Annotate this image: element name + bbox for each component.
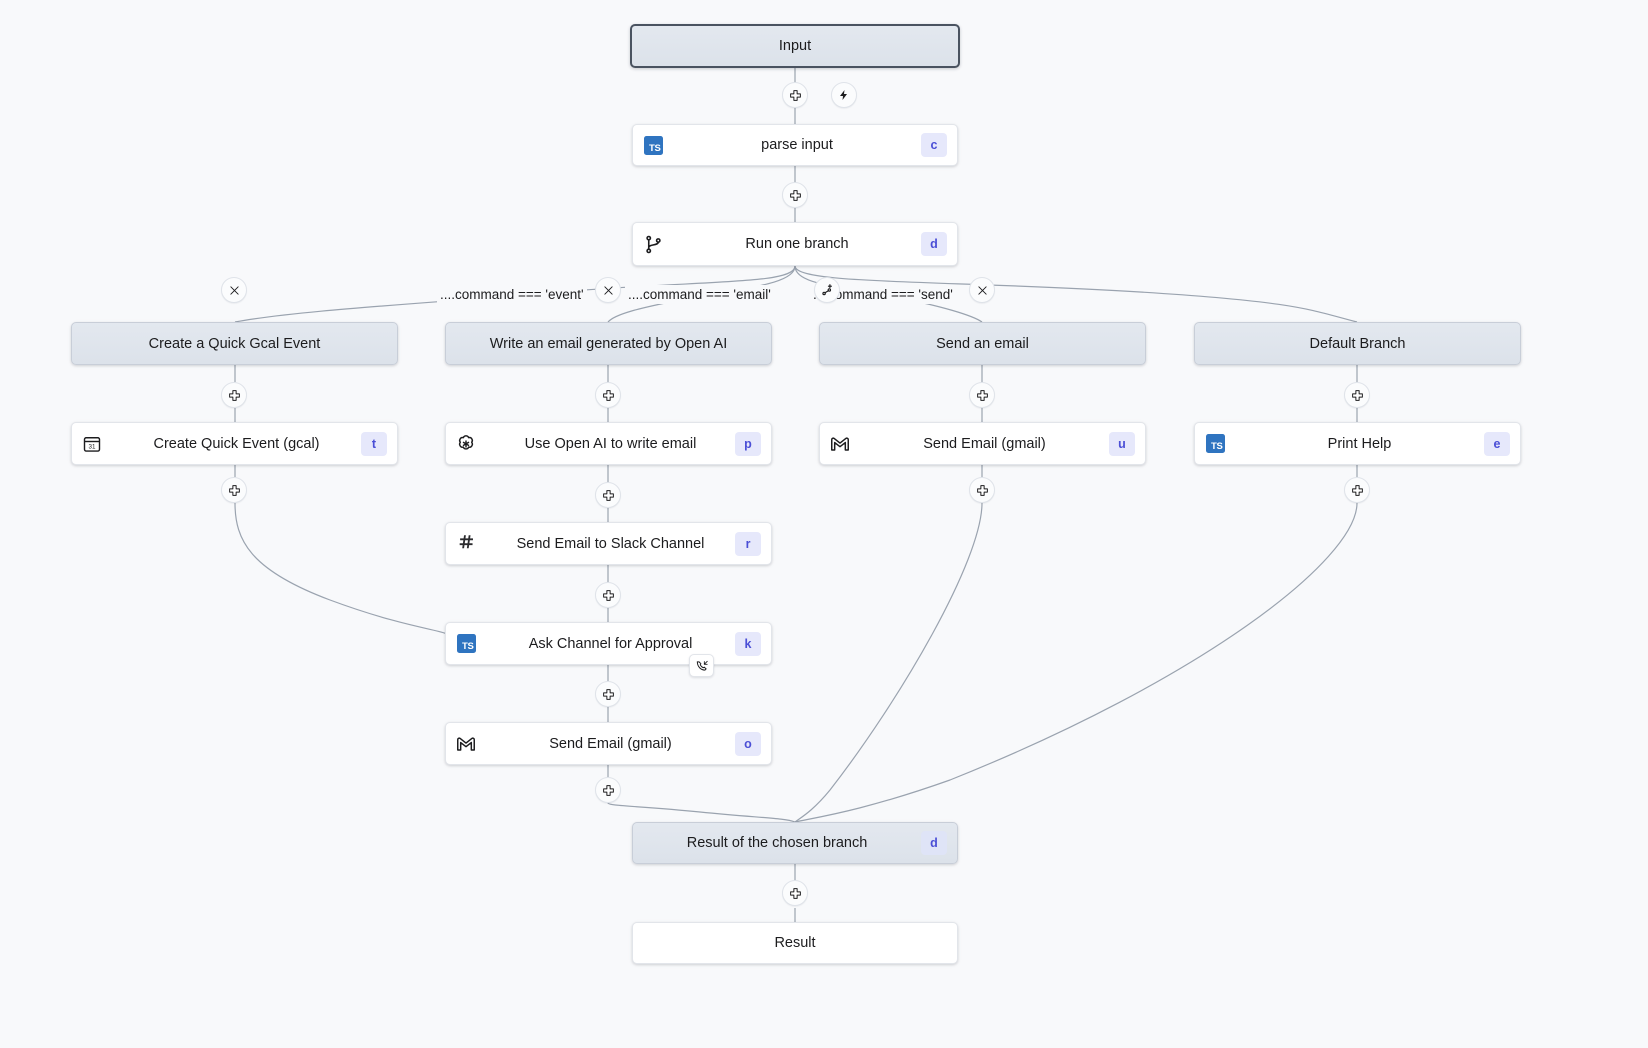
node-use-openai-to-write-email-key[interactable]: p xyxy=(735,431,761,456)
add-step-button[interactable] xyxy=(1344,382,1370,408)
approval-resume-icon xyxy=(696,660,708,671)
add-branch-button[interactable] xyxy=(814,277,840,303)
add-step-button[interactable] xyxy=(782,82,808,108)
node-create-quick-event-gcal[interactable]: 31 Create Quick Event (gcal) t xyxy=(71,422,398,465)
node-parse-input-key[interactable]: c xyxy=(921,133,947,157)
plus-icon xyxy=(976,389,988,401)
node-parse-input[interactable]: TS parse input c xyxy=(632,124,958,166)
node-result-of-chosen-branch-label: Result of the chosen branch xyxy=(686,835,868,851)
node-run-one-branch-label: Run one branch xyxy=(745,236,849,252)
slack-icon xyxy=(446,533,486,554)
add-step-button[interactable] xyxy=(969,382,995,408)
node-print-help[interactable]: TS Print Help e xyxy=(1194,422,1521,465)
node-ask-channel-for-approval-label: Ask Channel for Approval xyxy=(528,635,693,652)
node-send-email-gmail-u-key[interactable]: u xyxy=(1109,431,1135,456)
google-calendar-icon: 31 xyxy=(72,434,112,454)
node-print-help-label: Print Help xyxy=(1327,435,1392,452)
branch-header-1-label: Write an email generated by Open AI xyxy=(489,335,728,352)
branch-header-0-label: Create a Quick Gcal Event xyxy=(148,335,321,352)
remove-branch-button[interactable] xyxy=(969,277,995,303)
trigger-button[interactable] xyxy=(831,82,857,108)
plus-icon xyxy=(602,688,614,700)
close-icon xyxy=(977,285,987,295)
node-ask-channel-for-approval[interactable]: TS Ask Channel for Approval k xyxy=(445,622,772,665)
branch-header-2-label: Send an email xyxy=(936,335,1029,352)
plus-icon xyxy=(602,589,614,601)
node-send-email-gmail-o-key[interactable]: o xyxy=(735,731,761,756)
node-send-email-gmail-u[interactable]: Send Email (gmail) u xyxy=(819,422,1146,465)
add-step-button[interactable] xyxy=(221,477,247,503)
node-result-of-chosen-branch[interactable]: Result of the chosen branch d xyxy=(632,822,958,864)
openai-icon xyxy=(446,433,486,455)
gmail-icon xyxy=(820,433,860,455)
branch-condition-1: ....command === 'email' xyxy=(625,285,774,304)
add-step-button[interactable] xyxy=(782,182,808,208)
plus-icon xyxy=(1351,389,1363,401)
branch-header-3[interactable]: Default Branch xyxy=(1194,322,1521,365)
remove-branch-button[interactable] xyxy=(595,277,621,303)
branch-header-0[interactable]: Create a Quick Gcal Event xyxy=(71,322,398,365)
typescript-icon: TS xyxy=(1195,434,1235,453)
plus-icon xyxy=(1351,484,1363,496)
node-input[interactable]: Input xyxy=(630,24,960,68)
branch-condition-0: ....command === 'event' xyxy=(437,285,587,304)
add-step-button[interactable] xyxy=(969,477,995,503)
plus-icon xyxy=(228,389,240,401)
node-create-quick-event-gcal-key[interactable]: t xyxy=(361,431,387,456)
node-input-label: Input xyxy=(778,38,812,54)
gmail-icon xyxy=(446,733,486,755)
plus-icon xyxy=(789,189,801,201)
remove-branch-button[interactable] xyxy=(221,277,247,303)
node-ask-channel-for-approval-key[interactable]: k xyxy=(735,631,761,656)
node-send-email-gmail-o-label: Send Email (gmail) xyxy=(549,735,672,752)
node-run-one-branch-key[interactable]: d xyxy=(921,232,947,256)
close-icon xyxy=(229,285,239,295)
plus-icon xyxy=(976,484,988,496)
branch-header-3-label: Default Branch xyxy=(1309,335,1406,352)
lightning-icon xyxy=(840,90,847,100)
plus-icon xyxy=(602,784,614,796)
branch-icon xyxy=(633,235,673,254)
approval-resume-badge[interactable] xyxy=(689,654,714,677)
svg-text:31: 31 xyxy=(89,443,96,450)
node-send-email-gmail-u-label: Send Email (gmail) xyxy=(923,435,1046,452)
add-step-button[interactable] xyxy=(1344,477,1370,503)
node-result-label: Result xyxy=(774,935,816,951)
add-branch-icon xyxy=(822,284,832,296)
node-send-email-to-slack-channel-key[interactable]: r xyxy=(735,531,761,556)
add-step-button[interactable] xyxy=(595,681,621,707)
plus-icon xyxy=(602,389,614,401)
node-create-quick-event-gcal-label: Create Quick Event (gcal) xyxy=(153,435,320,452)
node-print-help-key[interactable]: e xyxy=(1484,431,1510,456)
close-icon xyxy=(603,285,613,295)
plus-icon xyxy=(228,484,240,496)
add-step-button[interactable] xyxy=(595,582,621,608)
node-send-email-gmail-o[interactable]: Send Email (gmail) o xyxy=(445,722,772,765)
branch-header-2[interactable]: Send an email xyxy=(819,322,1146,365)
plus-icon xyxy=(789,89,801,101)
node-send-email-to-slack-channel[interactable]: Send Email to Slack Channel r xyxy=(445,522,772,565)
node-use-openai-to-write-email-label: Use Open AI to write email xyxy=(524,435,697,452)
node-run-one-branch[interactable]: Run one branch d xyxy=(632,222,958,266)
node-result-of-chosen-branch-key[interactable]: d xyxy=(921,831,947,855)
plus-icon xyxy=(602,489,614,501)
typescript-icon: TS xyxy=(446,634,486,653)
plus-icon xyxy=(789,887,801,899)
branch-header-1[interactable]: Write an email generated by Open AI xyxy=(445,322,772,365)
node-parse-input-label: parse input xyxy=(761,137,833,153)
add-step-button[interactable] xyxy=(595,482,621,508)
node-use-openai-to-write-email[interactable]: Use Open AI to write email p xyxy=(445,422,772,465)
typescript-icon: TS xyxy=(633,135,673,155)
add-step-button[interactable] xyxy=(782,880,808,906)
node-send-email-to-slack-channel-label: Send Email to Slack Channel xyxy=(516,535,705,552)
add-step-button[interactable] xyxy=(595,382,621,408)
add-step-button[interactable] xyxy=(221,382,247,408)
node-result[interactable]: Result xyxy=(632,922,958,964)
add-step-button[interactable] xyxy=(595,777,621,803)
